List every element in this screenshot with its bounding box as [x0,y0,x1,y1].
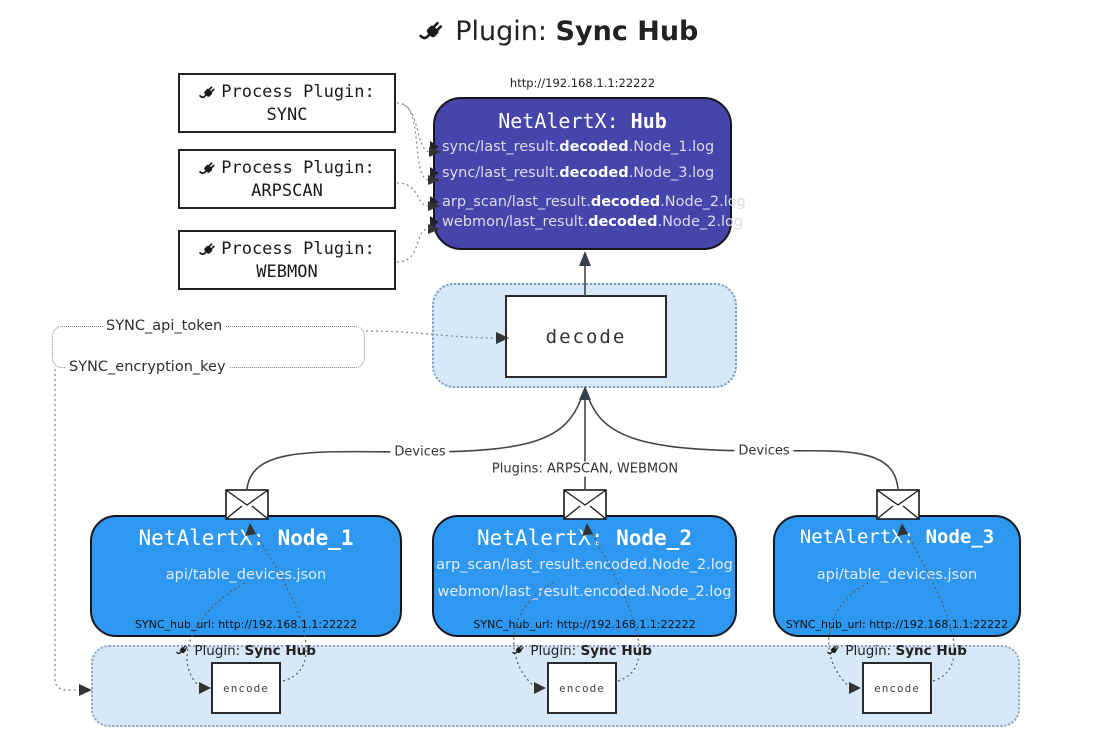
envelope-icon [225,489,269,520]
node-title: NetAlertX: Node_3 [799,526,995,548]
sync-encryption-key-label: SYNC_encryption_key [66,359,229,375]
process-plugin-label: Process Plugin: [221,82,375,102]
node-title: NetAlertX: Node_1 [138,526,354,550]
title-prefix: Plugin: [455,16,556,47]
hub-log-row: sync/last_result.decoded.Node_3.log [430,164,714,182]
plug-icon [418,21,442,40]
node-file-line: api/table_devices.json [816,567,978,583]
process-plugin-box-webmon: Process Plugin: WEBMON [178,230,396,290]
encode-box: encode [211,662,281,714]
process-plugin-box-sync: Process Plugin: SYNC [178,73,396,133]
decode-box: decode [505,295,667,378]
node-file-line: arp_scan/last_result.encoded.Node_2.log [436,557,733,573]
sync-api-token-label: SYNC_api_token [103,318,226,334]
arrow-right-icon [430,216,439,228]
hub-log-row: arp_scan/last_result.decoded.Node_2.log [430,193,746,211]
plug-icon [512,645,524,655]
envelope-icon [563,489,607,520]
process-plugin-label: Process Plugin: [221,158,375,178]
envelope-icon [876,489,920,520]
devices-label-left: Devices [390,444,450,460]
devices-label-right: Devices [734,443,794,459]
node-title: NetAlertX: Node_2 [477,526,692,550]
process-plugin-label: Process Plugin: [221,239,375,259]
process-plugin-name: WEBMON [256,262,318,282]
hub-title-prefix: NetAlertX: [498,109,631,133]
plugins-label-middle: Plugins: ARPSCAN, WEBMON [487,461,683,477]
hub-title: NetAlertX: Hub [435,109,730,133]
process-plugin-name: SYNC [266,105,308,125]
hub-box: NetAlertX: Hub sync/last_result.decoded.… [430,97,746,250]
encoder-label: Plugin: Sync Hub [156,643,336,659]
plug-icon [199,85,215,98]
node-box-node1: NetAlertX: Node_1 api/table_devices.json… [90,515,402,637]
plug-icon [827,645,839,655]
title-bold: Sync Hub [555,16,699,47]
plug-icon [199,161,215,174]
hub-log-row: webmon/last_result.decoded.Node_2.log [430,213,743,231]
encoder-label: Plugin: Sync Hub [807,643,987,659]
node-hub-url: SYNC_hub_url: http://192.168.1.1:22222 [473,618,696,631]
encode-box: encode [547,662,617,714]
page-title: Plugin: Sync Hub [0,16,1117,47]
node-file-line: webmon/last_result.encoded.Node_2.log [437,584,732,600]
hub-log-row: sync/last_result.decoded.Node_1.log [430,138,714,156]
plug-icon [199,242,215,255]
node-box-node3: NetAlertX: Node_3 api/table_devices.json… [773,515,1021,637]
encode-box: encode [862,662,932,714]
hub-url-label: http://192.168.1.1:22222 [509,76,656,90]
plug-icon [176,645,188,655]
node-box-node2: NetAlertX: Node_2 arp_scan/last_result.e… [432,515,737,637]
arrow-right-icon [430,196,439,208]
encoder-label: Plugin: Sync Hub [492,643,672,659]
process-plugin-name: ARPSCAN [251,181,323,201]
arrow-right-icon [430,167,439,179]
node-hub-url: SYNC_hub_url: http://192.168.1.1:22222 [785,618,1009,631]
node-hub-url: SYNC_hub_url: http://192.168.1.1:22222 [134,618,358,631]
hub-title-bold: Hub [630,109,667,133]
process-plugin-box-arpscan: Process Plugin: ARPSCAN [178,149,396,209]
arrow-right-icon [430,141,439,153]
node-file-line: api/table_devices.json [165,567,327,583]
